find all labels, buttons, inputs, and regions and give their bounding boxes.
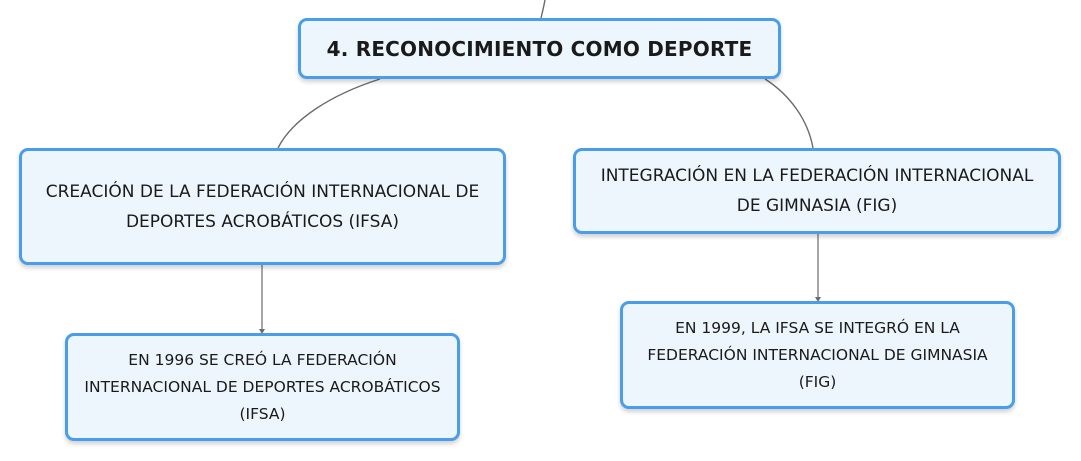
detail-fig-1999-label: EN 1999, LA IFSA SE INTEGRÓ EN LA FEDERA… [647, 318, 988, 391]
connector-to-parent [540, 0, 546, 19]
detail-ifsa-1996-label: EN 1996 SE CREÓ LA FEDERACIÓN INTERNACIO… [84, 350, 441, 423]
subtopic-fig-integration-label: INTEGRACIÓN EN LA FEDERACIÓN INTERNACION… [600, 166, 1034, 216]
connector-root-to-left [277, 78, 381, 149]
subtopic-ifsa-creation-node[interactable]: CREACIÓN DE LA FEDERACIÓN INTERNACIONAL … [19, 148, 506, 265]
detail-fig-1999-node[interactable]: EN 1999, LA IFSA SE INTEGRÓ EN LA FEDERA… [620, 301, 1015, 409]
root-topic-label: 4. RECONOCIMIENTO COMO DEPORTE [326, 36, 753, 61]
root-topic-node[interactable]: 4. RECONOCIMIENTO COMO DEPORTE [298, 18, 781, 79]
subtopic-ifsa-creation-label: CREACIÓN DE LA FEDERACIÓN INTERNACIONAL … [45, 181, 480, 232]
detail-ifsa-1996-node[interactable]: EN 1996 SE CREÓ LA FEDERACIÓN INTERNACIO… [65, 333, 460, 441]
subtopic-fig-integration-node[interactable]: INTEGRACIÓN EN LA FEDERACIÓN INTERNACION… [573, 148, 1061, 234]
arrowhead-right-child [815, 297, 821, 302]
arrowhead-left-child [259, 329, 265, 334]
connector-root-to-right [764, 78, 814, 149]
